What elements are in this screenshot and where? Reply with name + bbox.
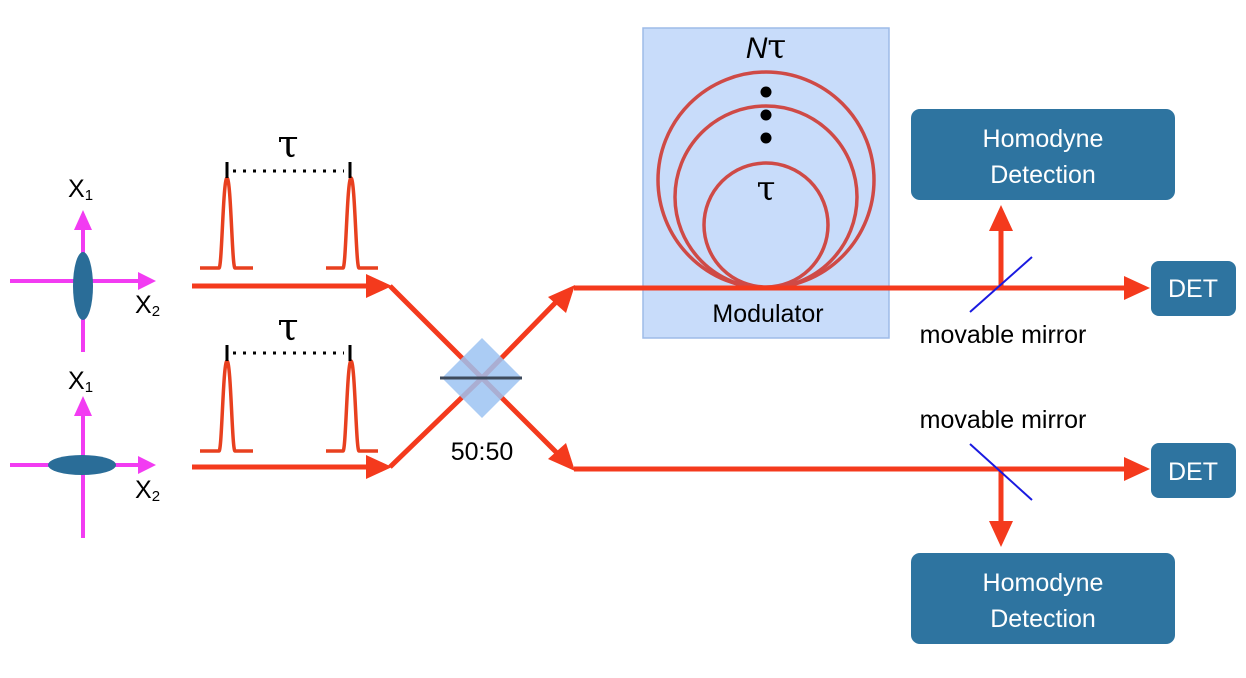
top-axis-x1-label: X1 [68, 175, 93, 204]
homodyne-detection-top: Homodyne Detection [911, 109, 1175, 200]
top-phase-space: X1 X2 [10, 175, 160, 352]
arrow-icon [366, 455, 392, 479]
homodyne-bottom-line2: Detection [990, 605, 1096, 633]
homodyne-bottom-line1: Homodyne [983, 569, 1104, 597]
top-axis-x2-label: X2 [135, 291, 160, 320]
arrow-icon [989, 205, 1013, 231]
squeezed-state-amplitude [73, 252, 93, 320]
arrow-icon [548, 285, 575, 313]
movable-mirror-top[interactable] [969, 256, 1033, 313]
arrow-icon [548, 443, 575, 471]
arrow-icon [1124, 457, 1150, 481]
bottom-phase-space: X1 X2 [10, 367, 160, 538]
arrow-icon [366, 274, 392, 298]
bottom-mirror-label: movable mirror [920, 406, 1087, 434]
bottom-pulse-delay-label: τ [277, 305, 298, 349]
det-top-label: DET [1168, 275, 1218, 303]
pulse [200, 359, 253, 453]
beam-splitter [440, 338, 522, 418]
det-bottom-label: DET [1168, 458, 1218, 486]
bottom-axis-x2-label: X2 [135, 476, 160, 505]
detector-top: DET [1151, 261, 1236, 316]
arrow-icon [989, 521, 1013, 547]
squeezed-state-phase [48, 455, 116, 475]
pulse [200, 176, 253, 270]
top-mirror-label: movable mirror [920, 321, 1087, 349]
x1-arrow-icon [74, 210, 92, 230]
outer-delay-label: Nτ [746, 27, 786, 67]
inner-delay-label: τ [757, 169, 776, 209]
homodyne-top-line2: Detection [990, 161, 1096, 189]
x2-arrow-icon [138, 272, 156, 290]
pulse [326, 359, 378, 453]
ellipsis-dots [760, 86, 772, 144]
detector-bottom: DET [1151, 443, 1236, 498]
pulse [326, 176, 378, 270]
bottom-axis-x1-label: X1 [68, 367, 93, 396]
top-pulse-delay-label: τ [277, 122, 298, 166]
x2-arrow-icon [138, 456, 156, 474]
beam-arrowheads [366, 205, 1150, 547]
beam-splitter-ratio: 50:50 [451, 438, 514, 466]
movable-mirror-bottom[interactable] [969, 443, 1033, 501]
arrow-icon [1124, 276, 1150, 300]
bottom-pulse-train: τ [200, 305, 378, 453]
homodyne-top-line1: Homodyne [983, 125, 1104, 153]
homodyne-detection-bottom: Homodyne Detection [911, 553, 1175, 644]
modulator-label: Modulator [712, 300, 823, 328]
x1-arrow-icon [74, 396, 92, 416]
top-pulse-train: τ [200, 122, 378, 270]
